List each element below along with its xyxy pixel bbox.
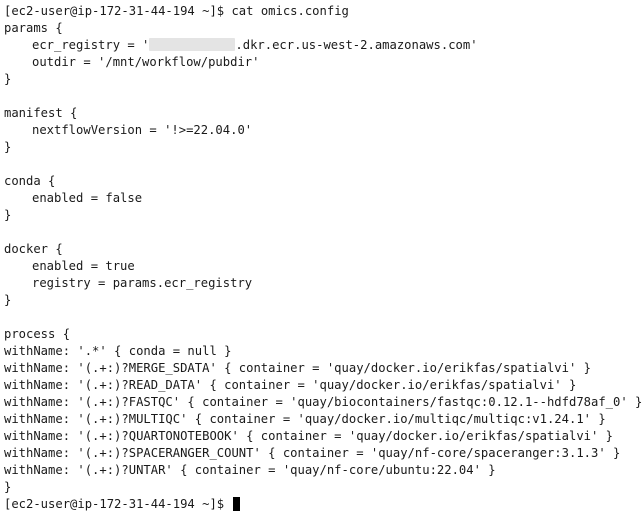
ecr-registry-prefix: ecr_registry = ' — [32, 38, 150, 52]
output-line: withName: '(.+:)?MULTIQC' { container = … — [4, 412, 606, 426]
ecr-registry-suffix: .dkr.ecr.us-west-2.amazonaws.com' — [235, 38, 478, 52]
output-line: withName: '(.+:)?UNTAR' { container = 'q… — [4, 463, 496, 477]
shell-prompt: [ec2-user@ip-172-31-44-194 ~]$ — [4, 4, 225, 18]
shell-prompt: [ec2-user@ip-172-31-44-194 ~]$ — [4, 497, 225, 511]
output-line: registry = params.ecr_registry — [32, 276, 253, 290]
blank-line — [4, 156, 618, 173]
output-line: enabled = false — [32, 191, 143, 205]
output-line: docker { — [4, 242, 63, 256]
shell-command: cat omics.config — [231, 4, 349, 18]
output-line: process { — [4, 327, 71, 341]
output-line: enabled = true — [32, 259, 135, 273]
output-line: withName: '(.+:)?READ_DATA' { container … — [4, 378, 577, 392]
command-line: [ec2-user@ip-172-31-44-194 ~]$ cat omics… — [4, 3, 618, 20]
output-line: } — [4, 140, 12, 154]
blank-line — [4, 224, 618, 241]
output-line: } — [4, 480, 12, 494]
text-cursor[interactable] — [233, 497, 241, 511]
blank-line — [4, 309, 618, 326]
output-line: conda { — [4, 174, 56, 188]
output-line: withName: '(.+:)?FASTQC' { container = '… — [4, 395, 642, 409]
output-line: } — [4, 293, 12, 307]
blank-line — [4, 88, 618, 105]
output-line: } — [4, 72, 12, 86]
output-line: ecr_registry = ' .dkr.ecr.us-west-2.amazo… — [4, 37, 618, 54]
output-line: withName: '(.+:)?MERGE_SDATA' { containe… — [4, 361, 591, 375]
output-line: withName: '(.+:)?QUARTONOTEBOOK' { conta… — [4, 429, 614, 443]
active-prompt-line[interactable]: [ec2-user@ip-172-31-44-194 ~]$ — [4, 496, 618, 513]
output-line: params { — [4, 21, 63, 35]
output-line: manifest { — [4, 106, 78, 120]
output-line: nextflowVersion = '!>=22.04.0' — [32, 123, 253, 137]
output-line: outdir = '/mnt/workflow/pubdir' — [32, 55, 260, 69]
redacted-account-id — [149, 38, 236, 51]
output-line: withName: '(.+:)?SPACERANGER_COUNT' { co… — [4, 446, 621, 460]
output-line: withName: '.*' { conda = null } — [4, 344, 232, 358]
output-line: } — [4, 208, 12, 222]
